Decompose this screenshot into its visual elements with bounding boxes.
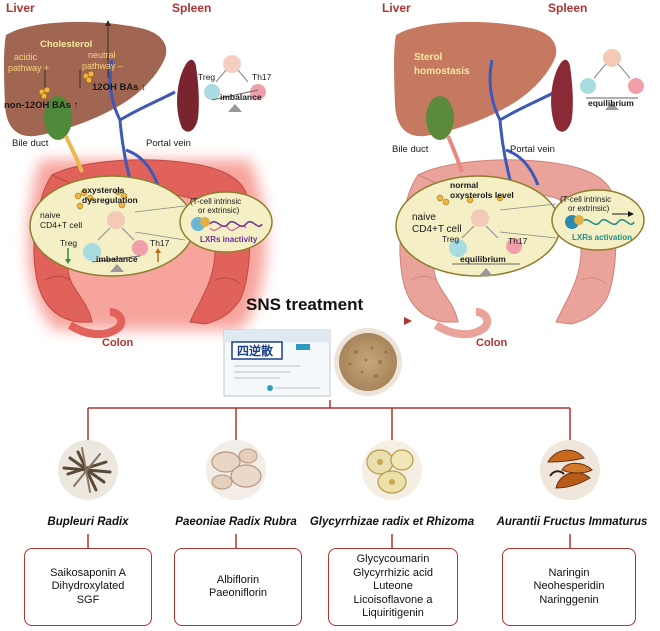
right-bile-duct-tube: [446, 135, 464, 173]
left-th17-inner: Th17: [150, 238, 170, 248]
right-panel: Liver Spleen Sterol homostasis Bile duct…: [382, 1, 645, 349]
left-tcell-1: (T-cell intrinsic: [190, 197, 241, 206]
compound-item: Glycyrrhizic acid: [352, 566, 434, 579]
herb-tree-connectors: [87, 400, 571, 440]
right-naive-2: CD4+T cell: [412, 224, 462, 235]
left-bile-duct-label: Bile duct: [12, 138, 49, 149]
compound-item: Paeoniflorin: [208, 587, 268, 599]
compound-item: Naringgenin: [539, 593, 599, 606]
left-spleen-label: Spleen: [172, 1, 211, 15]
medicine-box-chars: 四逆散: [237, 343, 274, 358]
right-portal-vein: [488, 59, 556, 261]
herb-name-aurantii: Aurantii Fructus Immaturus: [496, 516, 648, 528]
compound-item: Liquiritigenin: [362, 607, 424, 620]
right-portal-vein-label: Portal vein: [510, 144, 555, 155]
left-cholesterol: Cholesterol: [40, 39, 92, 50]
compound-item: Licoisoflavone a: [353, 593, 433, 606]
herb-name-bupleuri: Bupleuri Radix: [47, 516, 129, 528]
right-tcell-2: or extrinsic): [568, 204, 610, 213]
compound-item: Naringin: [548, 566, 590, 579]
right-th17-inner: Th17: [508, 236, 528, 246]
right-naive-1: naive: [412, 212, 436, 223]
compound-box-glycyrrhizae: Glycycoumarin Glycyrrhizic acid Luteone …: [328, 548, 458, 626]
left-non-12oh-bas: non-12OH BAs ↑: [4, 100, 78, 111]
right-gallbladder: [426, 96, 454, 140]
left-gallbladder: [44, 96, 72, 140]
left-spleen: [177, 59, 199, 132]
medicine-box: 四逆散: [223, 329, 331, 397]
box-connectors: [87, 534, 571, 548]
left-lxrs: LXRs inactivity: [200, 235, 258, 244]
right-cell-ellipse: normal oxysterols level naive CD4+T cell…: [395, 175, 561, 277]
right-treg-inner: Treg: [442, 234, 459, 244]
right-top-equilibrium: equilibrium: [580, 49, 644, 110]
left-imbalance-top: imbalance: [220, 92, 262, 102]
compound-box-bupleuri: Saikosaponin A Dihydroxylated SGF: [24, 548, 152, 626]
right-bile-duct-label: Bile duct: [392, 144, 429, 155]
right-spleen-label: Spleen: [548, 1, 587, 15]
left-panel: Liver Spleen Cholesterol acidic pathway …: [4, 1, 273, 349]
compound-item: Dihydroxylated: [51, 580, 125, 593]
compound-item: Luteone: [373, 580, 413, 593]
herb-image-paeoniae: [206, 440, 266, 500]
sns-treatment: SNS treatment 四逆散: [210, 295, 412, 397]
left-oxysterols-2: dysregulation: [82, 195, 138, 205]
left-cell-ellipse: oxysterols dysregulation naive CD4+T cel…: [29, 175, 195, 277]
left-bile-duct-tube: [64, 135, 84, 173]
herb-image-bupleuri: [58, 440, 118, 500]
compound-item: Albiflorin: [216, 573, 260, 586]
left-top-imbalance: Treg Th17 imbalance: [198, 55, 272, 112]
right-sterol-1: Sterol: [414, 52, 443, 63]
right-colon-label: Colon: [476, 337, 507, 349]
right-spleen: [551, 59, 573, 132]
compound-box-aurantii: Naringin Neohesperidin Naringgenin: [502, 548, 636, 626]
left-neutral-2: pathway –: [82, 61, 123, 71]
herb-name-glycyrrhizae: Glycyrrhizae radix et Rhizoma: [309, 516, 475, 528]
right-sterol-2: homostasis: [414, 66, 470, 77]
right-lxr-circle: (T-cell intrinsic or extrinsic) LXRs act…: [499, 189, 645, 251]
left-oxysterols-1: oxysterols: [82, 185, 125, 195]
left-acidic-1: acidic: [14, 52, 38, 62]
left-tcell-2: or extrinsic): [198, 206, 240, 215]
right-equilibrium-top: equilibrium: [588, 98, 634, 108]
left-liver-label: Liver: [6, 1, 35, 15]
right-equilibrium-inner: equilibrium: [460, 254, 506, 264]
compound-item: Glycycoumarin: [356, 553, 430, 566]
right-tcell-1: (T-cell intrinsic: [560, 195, 611, 204]
left-treg-top: Treg: [198, 72, 215, 82]
compound-box-paeoniae: Albiflorin Paeoniflorin: [174, 548, 302, 626]
right-normal-2: oxysterols level: [450, 190, 514, 200]
compound-item: Neohesperidin: [533, 580, 605, 593]
left-th17-top: Th17: [252, 72, 272, 82]
right-normal-1: normal: [450, 180, 478, 190]
compound-item: Saikosaponin A: [50, 566, 126, 579]
right-liver-label: Liver: [382, 1, 411, 15]
left-neutral-1: neutral: [88, 50, 116, 60]
herb-powder-dish: [334, 328, 402, 396]
left-12oh-bas: 12OH BAs ↓: [92, 82, 146, 93]
left-ba-clusters: [38, 70, 95, 100]
right-lxrs: LXRs activation: [572, 233, 632, 242]
left-lxr-circle: (T-cell intrinsic or extrinsic) LXRs ina…: [134, 191, 273, 253]
sns-treatment-title: SNS treatment: [246, 295, 363, 314]
left-naive-1: naive: [40, 210, 61, 220]
left-imbalance-inner: imbalance: [96, 254, 138, 264]
left-naive-2: CD4+T cell: [40, 220, 82, 230]
left-portal-vein-label: Portal vein: [146, 138, 191, 149]
left-colon-label: Colon: [102, 337, 133, 349]
left-treg-inner: Treg: [60, 238, 77, 248]
left-portal-vein: [108, 59, 176, 261]
compound-item: SGF: [76, 593, 100, 606]
herb-image-glycyrrhizae: [362, 440, 422, 500]
left-acidic-2: pathway +: [8, 63, 49, 73]
herb-name-paeoniae: Paeoniae Radix Rubra: [175, 516, 297, 528]
right-liver: [394, 21, 557, 137]
herb-image-aurantii: [540, 440, 600, 500]
